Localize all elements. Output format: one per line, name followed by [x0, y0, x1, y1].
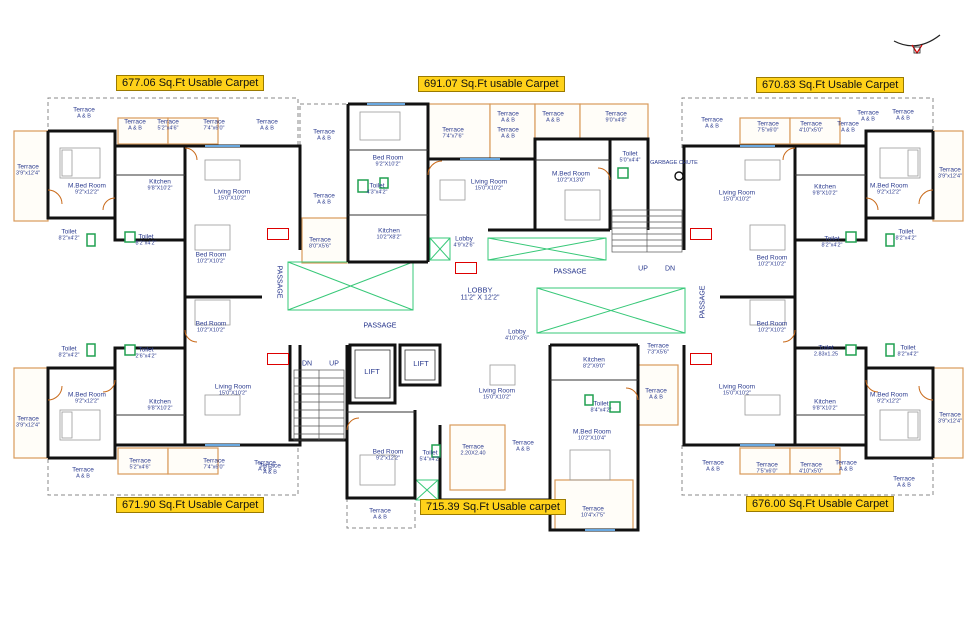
stair-mark-up: UP: [638, 265, 648, 273]
carpet-badge-bottom-center: 715.39 Sq.Ft Usable carpet: [420, 499, 566, 515]
door-swings: [47, 147, 934, 431]
fire-sign: [690, 228, 712, 240]
staircases: [293, 209, 683, 441]
carpet-badge-bottom-right: 676.00 Sq.Ft Usable Carpet: [746, 496, 895, 512]
partitions: [115, 149, 866, 416]
fire-sign: [267, 353, 289, 365]
stair-mark-up: UP: [329, 360, 339, 368]
carpet-badge-top-right: 670.83 Sq.Ft Usable Carpet: [756, 77, 905, 93]
windows: [205, 103, 775, 531]
stair-mark-dn: DN: [301, 360, 313, 368]
lift-cars: [354, 349, 436, 399]
carpet-badge-top-left: 677.06 Sq.Ft Usable Carpet: [116, 75, 265, 91]
stair-mark-dn: DN: [664, 265, 676, 273]
fire-sign: [455, 262, 477, 274]
north-arrow-icon: [893, 34, 941, 55]
garbage-chute-symbol: [674, 171, 684, 181]
open-shafts: [287, 237, 686, 501]
toilet-fixtures: [86, 167, 895, 458]
fire-sign: [690, 353, 712, 365]
terrace-zones: [13, 103, 964, 531]
furniture: [59, 111, 921, 486]
carpet-badge-bottom-left: 671.90 Sq.Ft Usable Carpet: [116, 497, 265, 513]
walls: [46, 102, 935, 532]
carpet-badge-top-center: 691.07 Sq.Ft usable Carpet: [418, 76, 565, 92]
fire-sign: [267, 228, 289, 240]
